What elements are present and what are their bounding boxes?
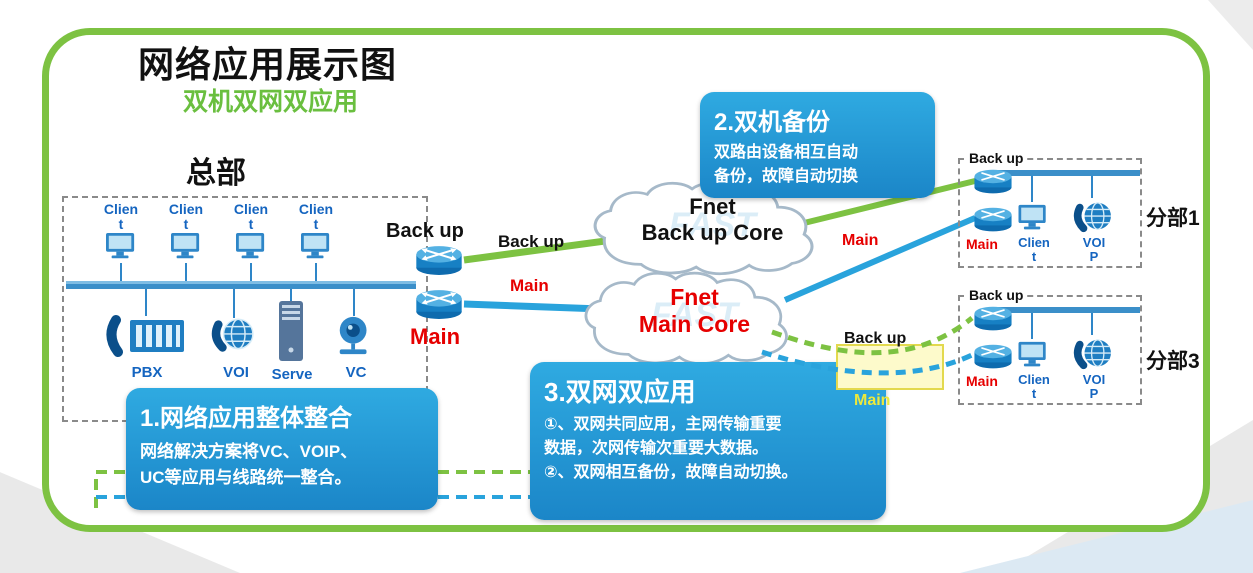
client-node: Clien t: [222, 202, 280, 267]
cloud-role: Main Core: [638, 311, 751, 337]
client-label: t: [118, 216, 124, 232]
computer-icon: [233, 232, 269, 266]
voip-globe-icon: [210, 316, 256, 354]
branch-client-label: t: [1031, 249, 1037, 264]
branch3-group-box: Back up Main Clien t VOI P: [958, 287, 1142, 405]
computer-icon: [1016, 341, 1050, 370]
pbx-icon: [104, 312, 188, 360]
client-label: t: [313, 216, 319, 232]
router-icon: [972, 206, 1014, 233]
branch1-main-link-label: Main: [842, 232, 879, 249]
branch3-bus-line: [996, 307, 1140, 339]
branch-voip-label: P: [1089, 386, 1099, 401]
branch1-backup-link-line: [799, 178, 976, 227]
branch1-main-label: Main: [966, 236, 998, 252]
client-label: Clien: [168, 201, 204, 217]
branch1-backup-label: Back up: [966, 150, 1027, 166]
page-subtitle: 双机双网双应用: [183, 88, 359, 116]
branch-voip-label: VOI: [1082, 235, 1106, 250]
highlight-box: [836, 344, 944, 390]
client-label: t: [183, 216, 189, 232]
branch3-name: 分部3: [1146, 350, 1200, 373]
branch3-main-link-label: Main: [854, 392, 891, 409]
callout-1-title: 1.网络应用整体整合: [140, 405, 353, 432]
computer-icon: [1016, 204, 1050, 233]
cloud-name: Fnet: [689, 194, 736, 219]
cloud-watermark: FAST: [651, 296, 738, 334]
server-label: Serve: [271, 366, 313, 383]
voip-label: VOI: [223, 364, 249, 381]
branch1-name: 分部1: [1146, 207, 1200, 230]
client-label: Clien: [103, 201, 139, 217]
branch-voip-label: P: [1089, 249, 1099, 264]
cloud-watermark: FAST: [669, 206, 756, 244]
hq-label: 总部: [186, 157, 246, 190]
branch1-main-link-line: [783, 215, 977, 303]
callout-3-title: 3.双网双应用: [544, 377, 696, 407]
branch3-main-label: Main: [966, 373, 998, 389]
hq-main-router-label: Main: [410, 324, 461, 349]
cloud-name: Fnet: [670, 284, 719, 310]
branch-client-label: Clien: [1018, 235, 1050, 250]
router-icon: [414, 244, 464, 277]
server-icon: [278, 300, 304, 362]
client-stub-lines: [120, 263, 317, 281]
client-label: Clien: [233, 201, 269, 217]
client-label: Clien: [298, 201, 334, 217]
branch-voip-label: VOI: [1082, 372, 1106, 387]
device-stub-lines: [145, 289, 355, 318]
router-icon: [972, 305, 1014, 332]
branch3-backup-link-label: Back up: [844, 330, 907, 347]
computer-icon: [168, 232, 204, 266]
client-node: Clien t: [157, 202, 215, 267]
branch-client-label: Clien: [1018, 372, 1050, 387]
callout-2: 2.双机备份 双路由设备相互自动 备份，故障自动切换: [700, 92, 935, 198]
router-icon: [414, 288, 464, 321]
branch3-backup-label: Back up: [966, 287, 1027, 303]
vc-label: VC: [345, 364, 367, 381]
cloud-role: Back up Core: [641, 220, 784, 245]
main-core-cloud: FAST Fnet Main Core: [572, 268, 817, 368]
client-node: Clien t: [287, 202, 345, 267]
router-icon: [972, 168, 1014, 195]
callout-1-body: 网络解决方案将VC、VOIP、 UC等应用与线路统一整合。: [140, 442, 358, 487]
voip-phone-icon: [1072, 337, 1114, 371]
branch1-bus-line: [996, 170, 1140, 202]
backup-core-cloud: FAST Fnet Back up Core: [580, 178, 845, 278]
hq-bus-line: [66, 281, 416, 289]
branch-client-label: t: [1031, 386, 1037, 401]
callout-1: 1.网络应用整体整合 网络解决方案将VC、VOIP、 UC等应用与线路统一整合。: [126, 388, 438, 510]
client-label: t: [248, 216, 254, 232]
computer-icon: [103, 232, 139, 266]
callout-2-body: 双路由设备相互自动 备份，故障自动切换: [714, 144, 859, 185]
computer-icon: [298, 232, 334, 266]
pbx-label: PBX: [131, 364, 163, 381]
main-link-label: Main: [510, 276, 549, 295]
branch1-group-box: Back up Main Clien t VOI P: [958, 150, 1142, 268]
backup-link-label: Back up: [498, 232, 565, 251]
page-title: 网络应用展示图: [138, 44, 398, 85]
cloud-shape: [584, 271, 788, 366]
callout-2-title: 2.双机备份: [714, 109, 831, 136]
client-node: Clien t: [92, 202, 150, 267]
router-icon: [972, 343, 1014, 370]
video-camera-icon: [334, 314, 378, 358]
voip-phone-icon: [1072, 200, 1114, 234]
callout-3-body: ①、双网共同应用，主网传输重要 数据，次网传输次重要大数据。 ②、双网相互备份，…: [544, 416, 798, 481]
hq-backup-router-label: Back up: [386, 220, 464, 242]
callout-3: 3.双网双应用 ①、双网共同应用，主网传输重要 数据，次网传输次重要大数据。 ②…: [530, 362, 886, 520]
